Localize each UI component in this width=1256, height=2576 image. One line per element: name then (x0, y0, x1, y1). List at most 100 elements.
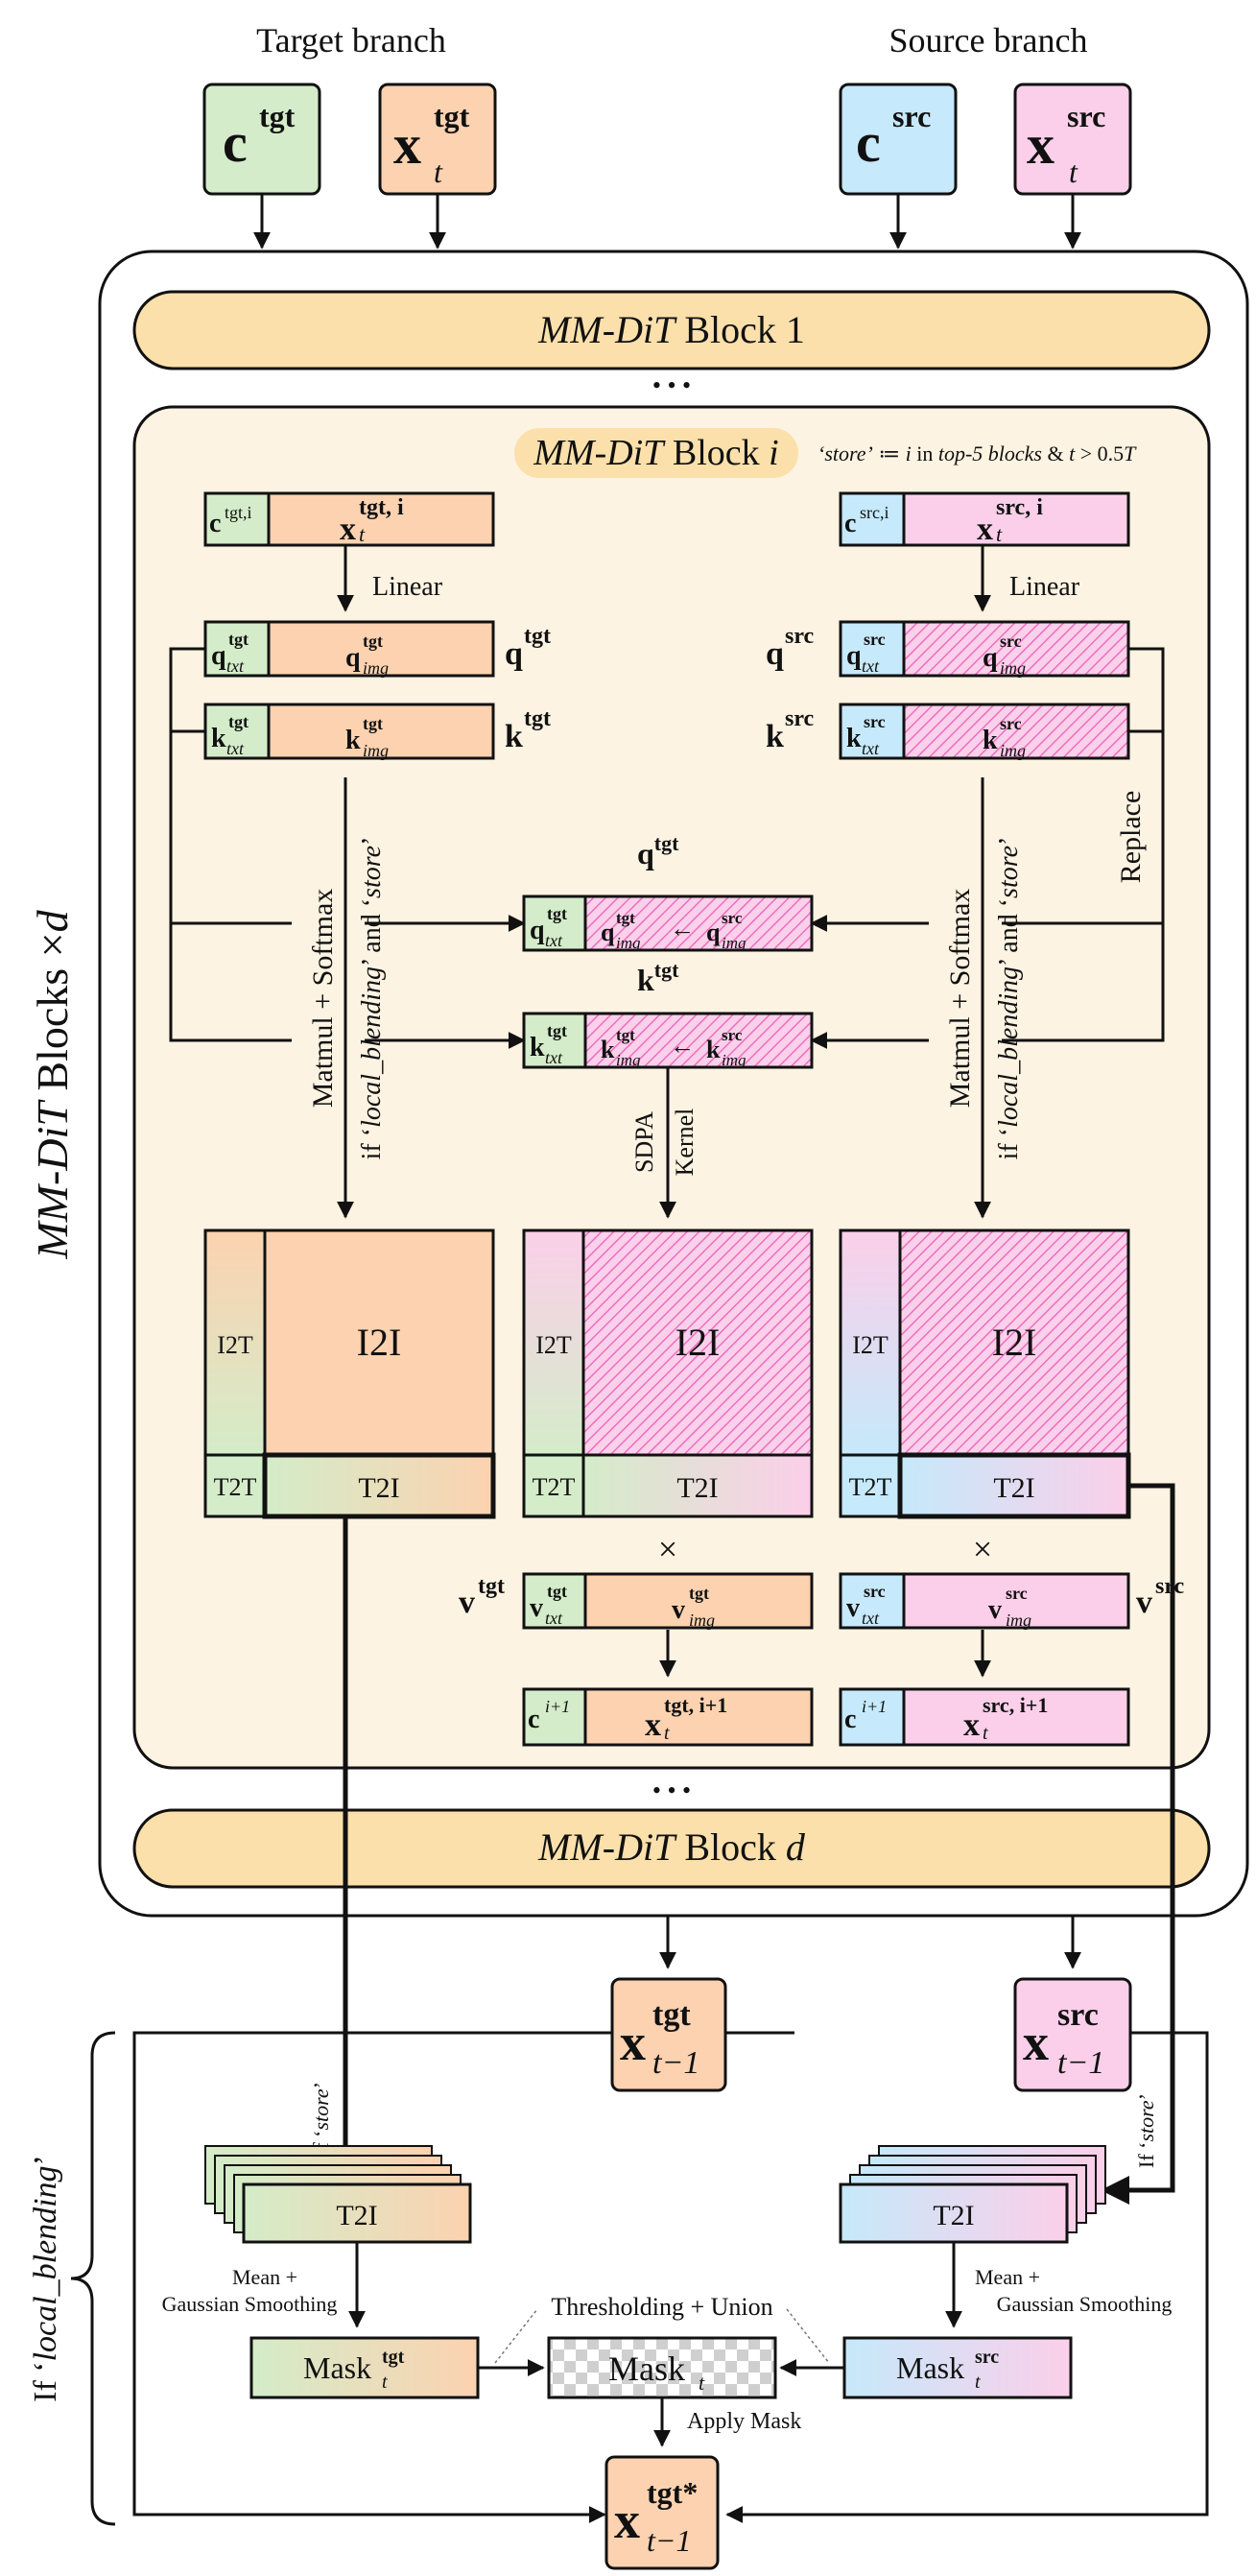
mask-src: Mask src t (842, 2336, 1073, 2399)
svg-text:src: src (864, 712, 886, 731)
svg-text:x: x (614, 2492, 640, 2549)
svg-text:src, i: src, i (996, 495, 1043, 520)
svg-text:txt: txt (862, 739, 880, 758)
svg-text:x: x (340, 512, 356, 547)
t2i-src-line (1101, 1483, 1175, 2205)
multiply-sign-src: × (973, 1530, 992, 1568)
svg-text:v: v (1136, 1585, 1152, 1620)
svg-text:txt: txt (226, 739, 245, 758)
q-tgt-mixed-title: qtgt (637, 831, 679, 871)
k-src-row: k src txt k src img k src (766, 703, 1130, 760)
svg-text:x: x (977, 512, 993, 547)
svg-text:src: src (722, 1026, 743, 1044)
svg-text:I2T: I2T (852, 1331, 889, 1359)
svg-text:T2T: T2T (849, 1473, 892, 1501)
svg-text:tgt: tgt (547, 1582, 567, 1601)
svg-text:x: x (645, 1707, 661, 1743)
svg-text:T2T: T2T (533, 1473, 576, 1501)
token-row-src-i: c src,i x src, i t (839, 491, 1130, 547)
svg-text:t−1: t−1 (647, 2523, 691, 2558)
svg-text:v: v (846, 1593, 860, 1623)
svg-text:T2I: T2I (676, 1472, 718, 1504)
svg-text:src: src (1155, 1574, 1185, 1599)
attention-map-mixed: I2T I2I T2T T2I (522, 1228, 814, 1518)
svg-text:k: k (505, 719, 523, 754)
svg-text:t: t (434, 155, 443, 189)
svg-text:k: k (766, 719, 784, 754)
svg-text:src: src (1057, 1997, 1099, 2033)
svg-text:tgt: tgt (616, 909, 635, 927)
svg-text:T2T: T2T (214, 1473, 257, 1501)
svg-text:k: k (983, 726, 998, 755)
svg-text:I2I: I2I (992, 1321, 1037, 1364)
svg-text:i+1: i+1 (545, 1697, 570, 1716)
linear-label-tgt: Linear (372, 572, 443, 602)
svg-text:tgt: tgt (652, 1997, 691, 2033)
target-branch-title: Target branch (256, 21, 446, 60)
svg-text:tgt: tgt (478, 1574, 505, 1599)
svg-text:tgt, i+1: tgt, i+1 (664, 1693, 727, 1717)
svg-text:v: v (988, 1595, 1002, 1625)
svg-text:tgt: tgt (524, 624, 551, 649)
svg-text:c: c (528, 1705, 539, 1734)
svg-text:src: src (722, 909, 743, 927)
svg-text:x: x (620, 2014, 646, 2071)
svg-text:t: t (359, 522, 366, 546)
if-local-blending-label: If ‘local_blending’ (28, 2155, 63, 2402)
q-src-row: q src txt q src img q src (766, 620, 1130, 678)
thresholding-union-label: Thresholding + Union (551, 2293, 772, 2321)
mmdit-block-1 (132, 290, 1211, 370)
svg-text:img: img (616, 1051, 641, 1069)
svg-text:c: c (844, 1705, 856, 1734)
svg-text:v: v (530, 1593, 543, 1623)
svg-text:img: img (1000, 658, 1026, 678)
svg-text:k: k (211, 724, 226, 753)
svg-text:I2T: I2T (535, 1331, 572, 1359)
svg-text:q: q (530, 916, 545, 945)
token-row-tgt-i: c tgt,i x tgt, i t (203, 491, 495, 547)
svg-text:src: src (864, 1582, 886, 1601)
svg-text:I2T: I2T (217, 1331, 253, 1359)
svg-text:q: q (345, 643, 361, 673)
mask-t: Mask t (547, 2336, 777, 2399)
svg-text:txt: txt (545, 1048, 563, 1067)
svg-text:img: img (1000, 741, 1026, 760)
svg-text:tgt: tgt (524, 706, 551, 731)
svg-text:txt: txt (862, 1609, 880, 1628)
svg-text:k: k (846, 724, 862, 753)
svg-text:T2I: T2I (933, 2200, 974, 2231)
svg-text:t: t (975, 2372, 981, 2393)
svg-text:Mask: Mask (896, 2350, 964, 2385)
mmdit-block-d-label: MM-DiT Block d (537, 1825, 806, 1869)
output-x-tgt-t1: x tgt t−1 (610, 1977, 727, 2092)
svg-text:T2I: T2I (358, 1472, 399, 1504)
svg-text:q: q (211, 641, 226, 671)
apply-mask-label: Apply Mask (687, 2409, 801, 2434)
svg-text:Mask: Mask (303, 2350, 371, 2385)
mean-label-src: Mean + (975, 2265, 1040, 2289)
multiply-sign-mixed: × (658, 1530, 677, 1568)
svg-text:q: q (983, 643, 998, 673)
svg-text:I2I: I2I (357, 1321, 402, 1364)
svg-text:k: k (530, 1033, 545, 1062)
svg-text:k: k (706, 1036, 721, 1063)
svg-text:img: img (722, 934, 746, 952)
v-src-row: v src txt v src img v src (839, 1572, 1185, 1630)
svg-text:T2I: T2I (993, 1472, 1034, 1504)
replace-label: Replace (1115, 791, 1147, 884)
mmdit-blocks-side-label: MM-DiT Blocks ×d (28, 909, 77, 1259)
svg-text:k: k (601, 1036, 615, 1063)
svg-text:c: c (844, 509, 856, 538)
q-tgt-mixed-row: q tgt txt q tgt img ← q src img (522, 894, 814, 952)
svg-text:q: q (505, 636, 523, 672)
svg-text:tgt: tgt (547, 904, 567, 923)
svg-text:t−1: t−1 (1057, 2045, 1104, 2081)
mmdit-block-d (132, 1808, 1211, 1889)
local-blending-brace (70, 2031, 116, 2526)
svg-text:src: src (1000, 632, 1022, 651)
svg-text:src: src (864, 630, 886, 649)
token-row-src-i1: c i+1 x src, i+1 t (839, 1687, 1130, 1747)
svg-text:T2I: T2I (336, 2200, 377, 2231)
mmdit-block-1-label: MM-DiT Block 1 (537, 308, 805, 351)
svg-text:q: q (706, 918, 721, 946)
